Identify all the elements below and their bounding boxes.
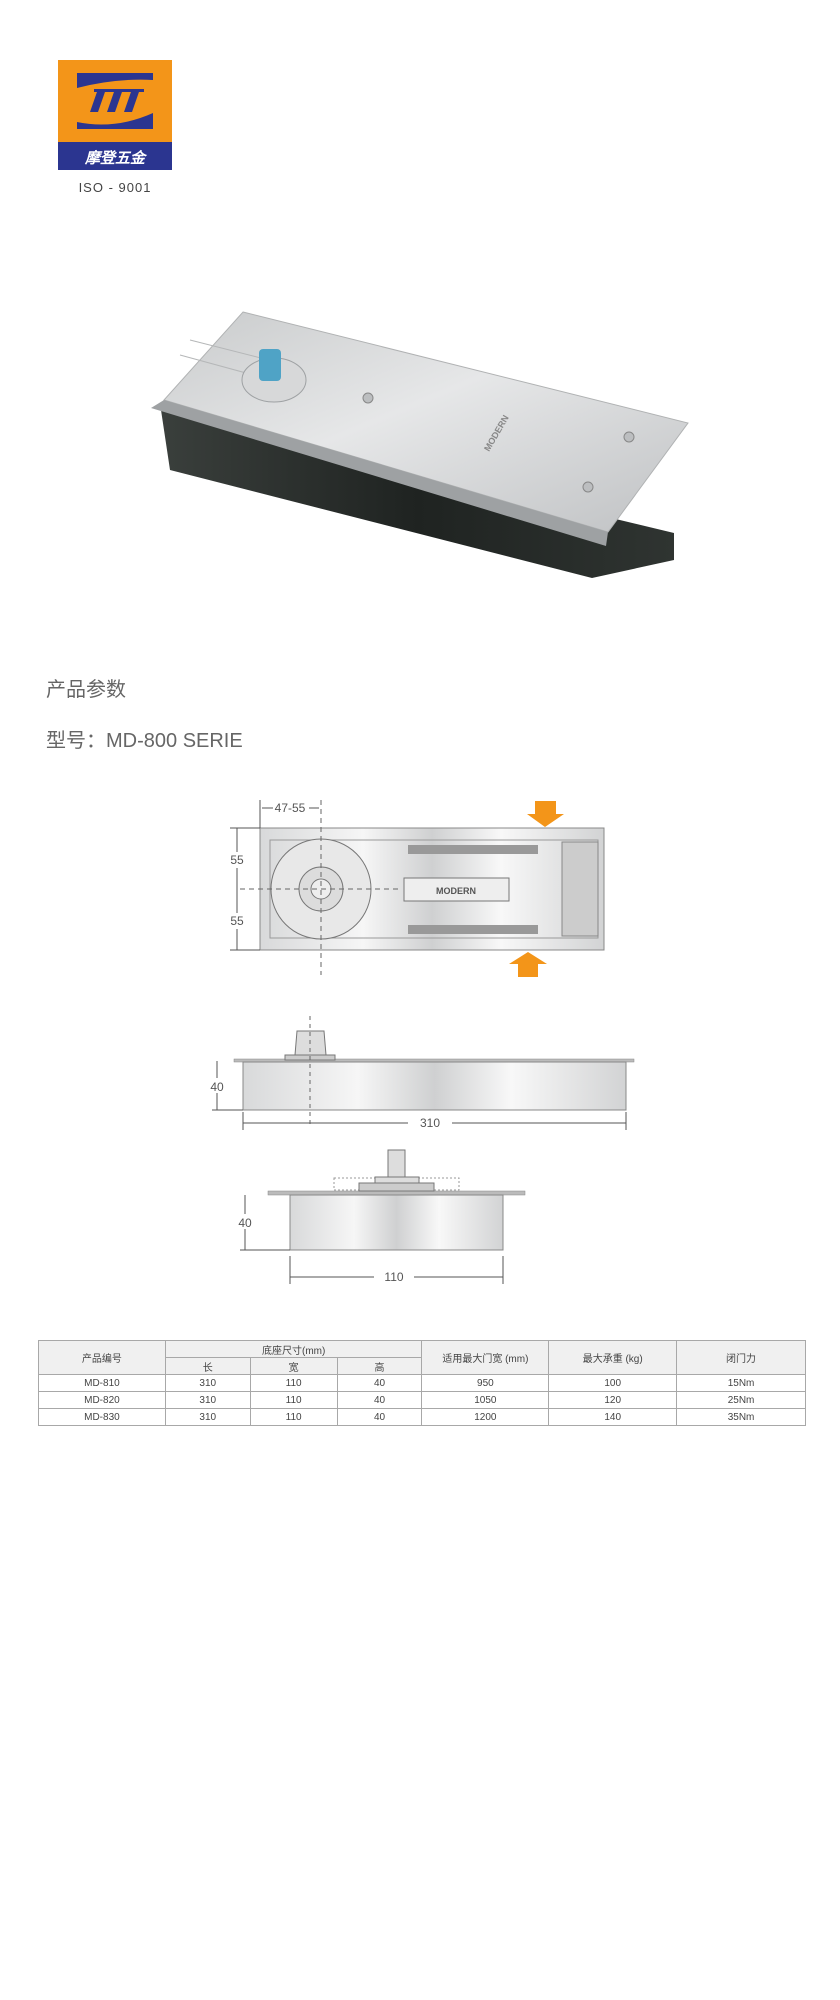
table-cell: 1200: [421, 1408, 550, 1426]
product-photo: MODERN: [151, 311, 689, 578]
table-cell: 40: [336, 1374, 423, 1392]
brand-logo: 摩登五金: [58, 60, 172, 170]
spindle-icon: [259, 349, 281, 381]
table-cell: MD-810: [38, 1374, 166, 1392]
table-cell: 100: [548, 1374, 678, 1392]
table-cell: 25Nm: [676, 1391, 806, 1409]
half-width-bottom-label: 55: [230, 914, 244, 928]
header-length: 长: [164, 1357, 251, 1375]
table-cell: 140: [548, 1408, 678, 1426]
table-cell: 110: [249, 1374, 338, 1392]
side-height-label: 40: [210, 1080, 224, 1094]
certification-label: ISO - 9001: [78, 180, 152, 195]
side-view-drawing: 40 310: [208, 1016, 635, 1131]
brand-logo-text: 摩登五金: [84, 149, 148, 167]
arrow-up-icon: [509, 952, 547, 977]
top-view-logo: MODERN: [436, 886, 476, 896]
table-cell: 110: [249, 1391, 338, 1409]
end-view-drawing: 40 110: [236, 1149, 526, 1285]
table-cell: MD-830: [38, 1408, 166, 1426]
arrow-down-icon: [527, 801, 564, 827]
table-cell: 40: [336, 1408, 423, 1426]
table-cell: 310: [164, 1374, 251, 1392]
header-base-size: 底座尺寸(mm): [164, 1340, 423, 1358]
table-cell: 950: [421, 1374, 550, 1392]
header-max-door-width: 适用最大门宽 (mm): [421, 1340, 550, 1375]
table-cell: 1050: [421, 1391, 550, 1409]
table-cell: MD-820: [38, 1391, 166, 1409]
header-width: 宽: [249, 1357, 338, 1375]
length-dimension-label: 310: [420, 1116, 440, 1130]
table-cell: 310: [164, 1408, 251, 1426]
section-title: 产品参数: [46, 679, 126, 701]
table-cell: 310: [164, 1391, 251, 1409]
model-label: 型号：MD-800 SERIE: [46, 730, 243, 752]
table-cell: 120: [548, 1391, 678, 1409]
header-height: 高: [336, 1357, 423, 1375]
spec-table: 产品编号 底座尺寸(mm) 适用最大门宽 (mm) 最大承重 (kg) 闭门力 …: [38, 1340, 806, 1426]
header-max-load: 最大承重 (kg): [548, 1340, 678, 1375]
header-closing-force: 闭门力: [676, 1340, 806, 1375]
offset-dimension-label: 47-55: [275, 801, 306, 815]
technical-drawings: MODERN 47-55 55 55 40 310: [208, 800, 635, 1285]
end-height-label: 40: [238, 1216, 252, 1230]
header-model: 产品编号: [38, 1340, 166, 1375]
table-cell: 15Nm: [676, 1374, 806, 1392]
table-cell: 40: [336, 1391, 423, 1409]
width-dimension-label: 110: [384, 1270, 403, 1284]
table-cell: 110: [249, 1408, 338, 1426]
top-view-drawing: MODERN 47-55 55 55: [228, 800, 605, 977]
half-width-top-label: 55: [230, 853, 244, 867]
table-cell: 35Nm: [676, 1408, 806, 1426]
